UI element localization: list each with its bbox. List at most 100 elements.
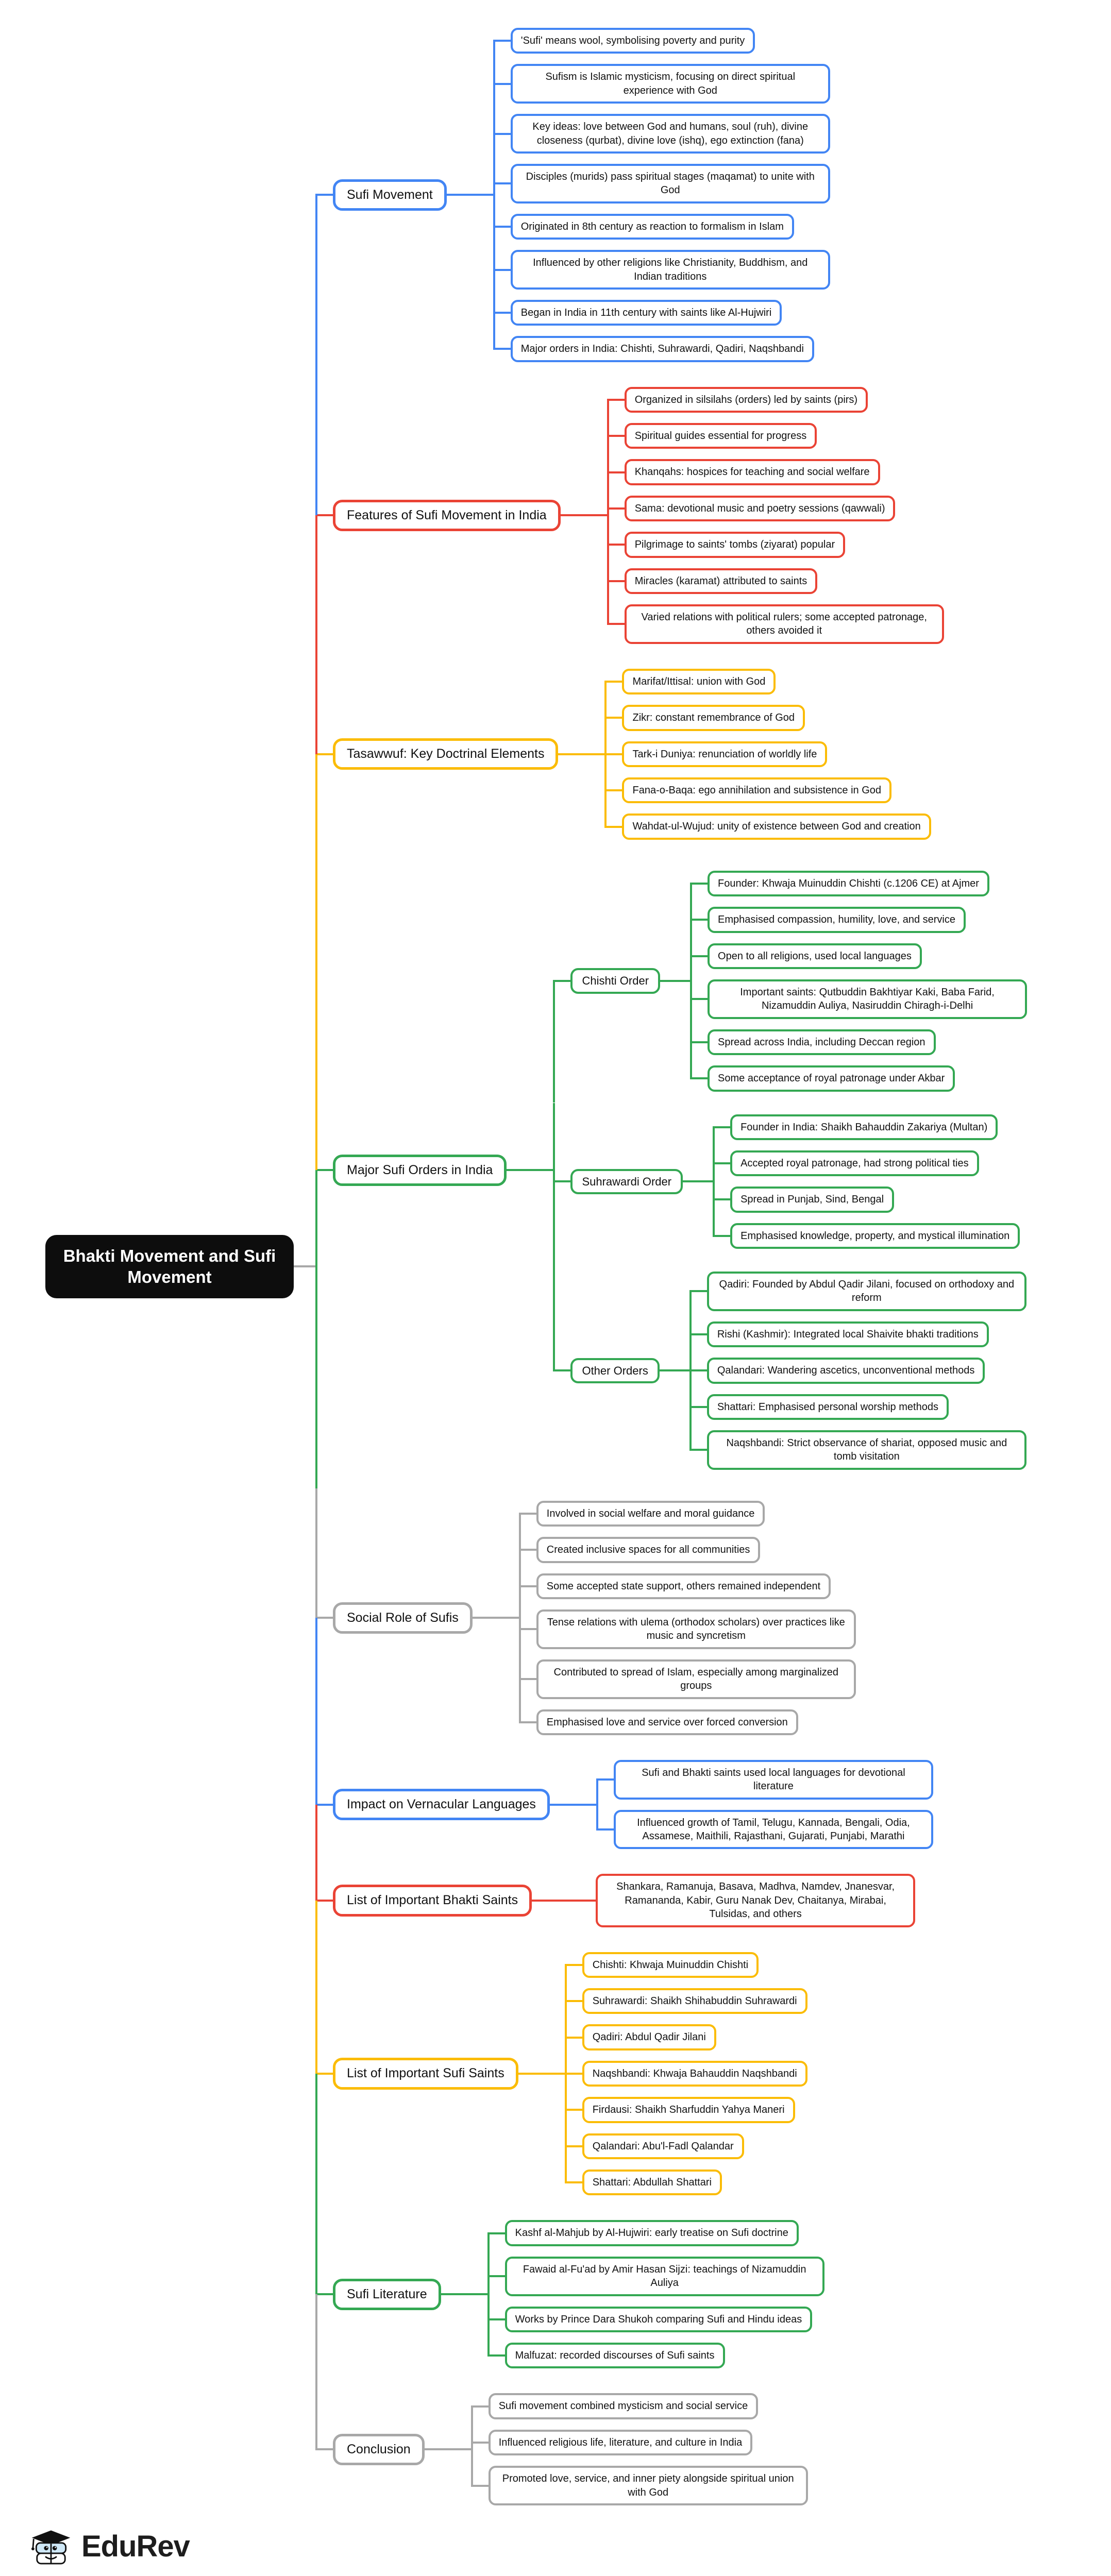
leaf-box: Influenced religious life, literature, a… — [488, 2429, 753, 2456]
leaf-box: Kashf al-Mahjub by Al-Hujwiri: early tre… — [504, 2220, 799, 2246]
leaf-text: Founder: Khwaja Muinuddin Chishti (c.120… — [718, 877, 979, 889]
leaf-node: Khanqahs: hospices for teaching and soci… — [607, 454, 944, 490]
connector-line — [683, 1180, 713, 1183]
connector-line — [553, 1369, 571, 1372]
leaf-text: Major orders in India: Chishti, Suhrawar… — [520, 343, 804, 355]
connector-line — [690, 938, 693, 956]
connector-line — [518, 1586, 521, 1604]
connector-line — [487, 2232, 505, 2234]
leaf-box: Qadiri: Founded by Abdul Qadir Jilani, f… — [706, 1272, 1026, 1311]
leaf-node: Sufism is Islamic mysticism, focusing on… — [493, 59, 830, 109]
connector-line — [659, 1369, 689, 1372]
leaf-box: Key ideas: love between God and humans, … — [510, 114, 830, 154]
connector-line — [564, 2000, 582, 2003]
branch-label-box: Features of Sufi Movement in India — [333, 499, 561, 531]
connector-line — [564, 2073, 582, 2075]
leaf-text: Kashf al-Mahjub by Al-Hujwiri: early tre… — [515, 2227, 788, 2239]
connector-line — [607, 509, 609, 527]
connector-line — [518, 1550, 521, 1568]
leaf-box: Firdausi: Shaikh Sharfuddin Yahya Maneri — [582, 2097, 795, 2123]
connector-line — [493, 294, 495, 313]
connector-line — [518, 1512, 536, 1515]
connector-line — [689, 1352, 692, 1371]
children-container: Kashf al-Mahjub by Al-Hujwiri: early tre… — [487, 2215, 824, 2374]
connector-line — [690, 998, 708, 1001]
connector-line — [441, 2293, 487, 2296]
leaf-text: Spread across India, including Deccan re… — [718, 1036, 925, 1048]
connector-line — [689, 1333, 707, 1336]
leaf-text: Contributed to spread of Islam, especial… — [553, 1666, 839, 1692]
leaf-text: Began in India in 11th century with sain… — [520, 307, 772, 318]
leaf-box: Sufi movement combined mysticism and soc… — [488, 2393, 759, 2419]
branch-label-box: Sufi Literature — [333, 2278, 441, 2310]
connector-line — [315, 2074, 317, 2208]
connector-line — [690, 956, 693, 974]
leaf-node: Suhrawardi: Shaikh Shihabuddin Suhraward… — [564, 1983, 807, 2020]
leaf-text: Organized in silsilahs (orders) led by s… — [634, 394, 858, 405]
connector-line — [558, 753, 605, 755]
connector-line — [604, 681, 622, 683]
connector-line — [690, 902, 693, 920]
leaf-text: Important saints: Qutbuddin Bakhtiyar Ka… — [740, 986, 995, 1012]
connector-line — [607, 435, 625, 437]
connector-line — [689, 1425, 692, 1450]
leaf-text: Some accepted state support, others rema… — [546, 1580, 821, 1592]
leaf-node: Founder in India: Shaikh Bahauddin Zakar… — [713, 1109, 1020, 1145]
connector-line — [549, 1803, 596, 1806]
connector-line — [315, 754, 317, 852]
connector-line — [532, 1900, 579, 1902]
connector-line — [493, 331, 495, 349]
connector-line — [315, 2073, 333, 2075]
branch-label-box: Social Role of Sufis — [333, 1602, 473, 1634]
leaf-node: Qalandari: Wandering ascetics, unconvent… — [689, 1352, 1026, 1389]
connector-line — [315, 1939, 317, 2074]
leaf-text: Sufi and Bhakti saints used local langua… — [642, 1767, 905, 1792]
leaf-node: Tark-i Duniya: renunciation of worldly l… — [604, 736, 931, 772]
connector-line — [487, 2251, 490, 2277]
connector-line — [493, 313, 495, 331]
leaf-text: Emphasised compassion, humility, love, a… — [718, 914, 955, 926]
leaf-box: Created inclusive spaces for all communi… — [536, 1537, 761, 1563]
branch-sufi-movement: Sufi Movement'Sufi' means wool, symbolis… — [315, 15, 1027, 375]
leaf-text: Chishti: Khwaja Muinuddin Chishti — [592, 1959, 749, 1971]
connector-line — [604, 682, 607, 700]
leaf-box: Some accepted state support, others rema… — [536, 1573, 831, 1599]
connector-line — [713, 1217, 715, 1236]
connector-line — [315, 753, 333, 755]
connector-line — [315, 1618, 317, 1748]
connector-line — [518, 1628, 536, 1631]
leaf-text: Tark-i Duniya: renunciation of worldly l… — [632, 748, 817, 760]
connector-line — [604, 736, 607, 754]
connector-line — [564, 2092, 567, 2110]
leaf-box: Organized in silsilahs (orders) led by s… — [624, 386, 868, 413]
connector-line — [553, 981, 556, 1103]
branch-label-box: Major Sufi Orders in India — [333, 1154, 507, 1186]
connector-line — [564, 1983, 567, 2002]
connector-line — [518, 1629, 521, 1654]
leaf-box: Shattari: Abdullah Shattari — [582, 2170, 722, 2196]
leaf-node: Emphasised knowledge, property, and myst… — [713, 1217, 1020, 1254]
connector-line — [518, 1568, 521, 1586]
leaf-box: Pilgrimage to saints' tombs (ziyarat) po… — [624, 532, 846, 558]
children-container: Sufi movement combined mysticism and soc… — [470, 2388, 808, 2511]
leaf-text: Qalandari: Abu'l-Fadl Qalandar — [592, 2140, 734, 2152]
connector-line — [493, 225, 511, 228]
children-container: Shankara, Ramanuja, Basava, Madhva, Namd… — [578, 1869, 916, 1932]
connector-line — [713, 1198, 731, 1201]
connector-line — [689, 1388, 692, 1407]
leaf-box: Involved in social welfare and moral gui… — [536, 1500, 765, 1527]
branch-label-box: Tasawwuf: Key Doctrinal Elements — [333, 738, 559, 770]
leaf-node: Influenced religious life, literature, a… — [470, 2424, 808, 2461]
connector-line — [470, 2441, 489, 2444]
edurev-logo-text: EduRev — [81, 2530, 190, 2564]
connector-line — [315, 1900, 333, 1902]
sub-branch-label-box: Chishti Order — [570, 968, 661, 994]
connector-line — [713, 1234, 731, 1237]
sub-branch-label-box: Other Orders — [570, 1358, 660, 1384]
leaf-node: Qadiri: Founded by Abdul Qadir Jilani, f… — [689, 1266, 1026, 1316]
connector-line — [493, 158, 495, 184]
leaf-box: Works by Prince Dara Shukoh comparing Su… — [504, 2306, 813, 2332]
leaf-box: Disciples (murids) pass spiritual stages… — [510, 163, 830, 204]
